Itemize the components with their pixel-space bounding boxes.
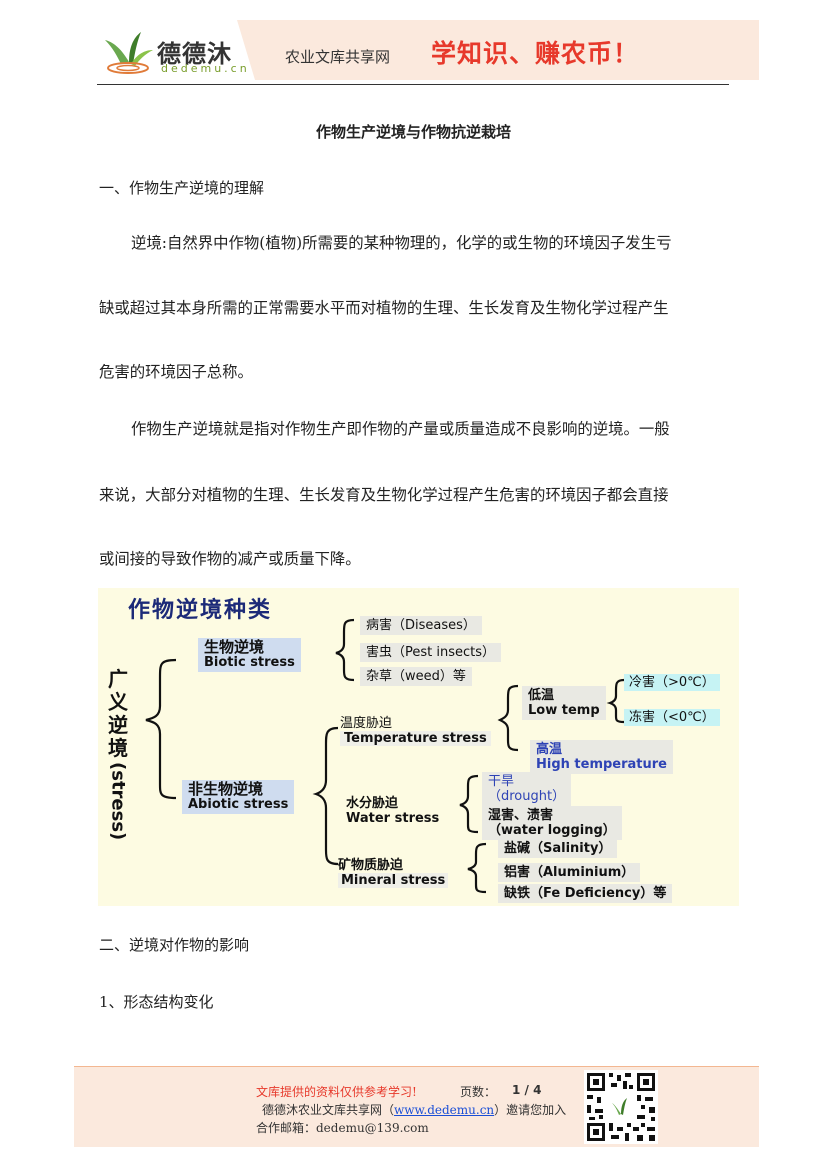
water-cn: 水分胁迫	[346, 796, 399, 811]
low-temp-en: Low temp	[528, 703, 600, 718]
logo[interactable]: 德德沐 dedemu.cn	[97, 20, 255, 84]
reference-notice: 文库提供的资料仅供参考学习!	[256, 1085, 417, 1099]
biotic-stress-box: 生物逆境 Biotic stress	[198, 638, 301, 672]
biotic-cn: 生物逆境	[204, 638, 265, 656]
header-banner: 农业文库共享网 学知识、赚农币！	[237, 20, 759, 80]
water-stress-label: 水分胁迫 Water stress	[346, 796, 439, 826]
root-label-en: (stress)	[107, 762, 129, 841]
leaf-logo-icon	[105, 32, 153, 74]
temperature-cn: 温度胁迫	[340, 716, 393, 731]
water-en: Water stress	[346, 811, 440, 826]
paragraph-2-line-1: 作物生产逆境就是指对作物生产即作物的产量或质量造成不良影响的逆境。一般	[131, 420, 670, 438]
page-footer: 文库提供的资料仅供参考学习! 页数： 1 / 4 德德沐农业文库共享网（www.…	[74, 1066, 759, 1147]
low-temp-cn: 低温	[528, 688, 555, 703]
paragraph-1-line-3: 危害的环境因子总称。	[99, 363, 253, 381]
invite-prefix: 德德沐农业文库共享网（	[262, 1103, 395, 1117]
document-title: 作物生产逆境与作物抗逆栽培	[315, 123, 511, 141]
aluminium-box: 铝害（Aluminium）	[498, 863, 641, 882]
temperature-stress-label: 温度胁迫 Temperature stress	[340, 716, 491, 746]
biotic-item-diseases: 病害（Diseases）	[360, 616, 482, 635]
drought-box: 干旱 （drought）	[482, 772, 572, 806]
low-temp-box: 低温 Low temp	[522, 686, 606, 720]
drought-en: （drought）	[488, 789, 566, 804]
site-link[interactable]: www.dedemu.cn	[394, 1103, 495, 1117]
freezing-injury-box: 冻害（<0℃）	[624, 709, 720, 726]
section-heading-2: 二、逆境对作物的影响	[99, 936, 250, 954]
abiotic-cn: 非生物逆境	[188, 780, 264, 798]
invite-suffix: ）邀请您加入	[494, 1103, 567, 1117]
contact-email: 合作邮箱：dedemu@139.com	[256, 1121, 429, 1135]
temperature-en: Temperature stress	[340, 731, 491, 746]
biotic-item-weeds: 杂草（weed）等	[360, 667, 472, 686]
high-temp-cn: 高温	[536, 742, 563, 757]
mineral-stress-label: 矿物质胁迫 Mineral stress	[338, 858, 449, 888]
salinity-box: 盐碱（Salinity）	[498, 839, 618, 858]
paragraph-1-line-1: 逆境:自然界中作物(植物)所需要的某种物理的，化学的或生物的环境因子发生亏	[131, 234, 672, 252]
page-count-label: 页数：	[460, 1085, 497, 1099]
header-divider	[97, 84, 729, 85]
diagram-title: 作物逆境种类	[128, 598, 273, 623]
qr-code-icon[interactable]	[584, 1070, 658, 1144]
high-temp-box: 高温 High temperature	[530, 740, 674, 774]
paragraph-2-line-3: 或间接的导致作物的减产或质量下降。	[99, 550, 361, 568]
logo-text: 德德沐	[157, 39, 232, 68]
paragraph-2-line-2: 来说，大部分对植物的生理、生长发育及生物化学过程产生危害的环境因子都会直接	[99, 486, 669, 504]
high-temp-en: High temperature	[536, 757, 668, 772]
logo-domain: dedemu.cn	[161, 62, 250, 75]
waterlogging-box: 湿害、渍害 （water logging）	[482, 806, 622, 840]
mineral-en: Mineral stress	[338, 873, 449, 888]
drought-cn: 干旱	[488, 774, 515, 789]
biotic-en: Biotic stress	[204, 655, 295, 670]
section-heading-1: 一、作物生产逆境的理解	[99, 179, 265, 197]
page-count-value: 1 / 4	[512, 1083, 542, 1097]
root-label-cn: 广义逆境	[108, 667, 128, 760]
slogan: 学知识、赚农币！	[431, 39, 640, 68]
mineral-cn: 矿物质胁迫	[338, 858, 404, 873]
stress-types-diagram: 作物逆境种类 广义逆境 (stress) 生物逆境 Biotic stress …	[98, 588, 739, 906]
root-label: 广义逆境 (stress)	[104, 667, 132, 841]
waterlogging-cn: 湿害、渍害	[488, 808, 554, 823]
abiotic-en: Abiotic stress	[188, 797, 289, 812]
abiotic-stress-box: 非生物逆境 Abiotic stress	[182, 780, 295, 814]
waterlogging-en: （water logging）	[488, 823, 616, 838]
biotic-item-pests: 害虫（Pest insects）	[360, 643, 502, 662]
paragraph-1-line-2: 缺或超过其本身所需的正常需要水平而对植物的生理、生长发育及生物化学过程产生	[99, 299, 669, 317]
diagram-brackets	[145, 618, 625, 894]
fe-deficiency-box: 缺铁（Fe Deficiency）等	[498, 884, 673, 903]
subsection-heading: 1、形态结构变化	[99, 993, 214, 1011]
site-name: 农业文库共享网	[285, 48, 391, 66]
chilling-injury-box: 冷害（>0℃）	[624, 674, 720, 691]
page-header: 德德沐 dedemu.cn 农业文库共享网 学知识、赚农币！	[97, 20, 759, 84]
invite-line: 德德沐农业文库共享网（www.dedemu.cn）邀请您加入	[262, 1101, 566, 1118]
